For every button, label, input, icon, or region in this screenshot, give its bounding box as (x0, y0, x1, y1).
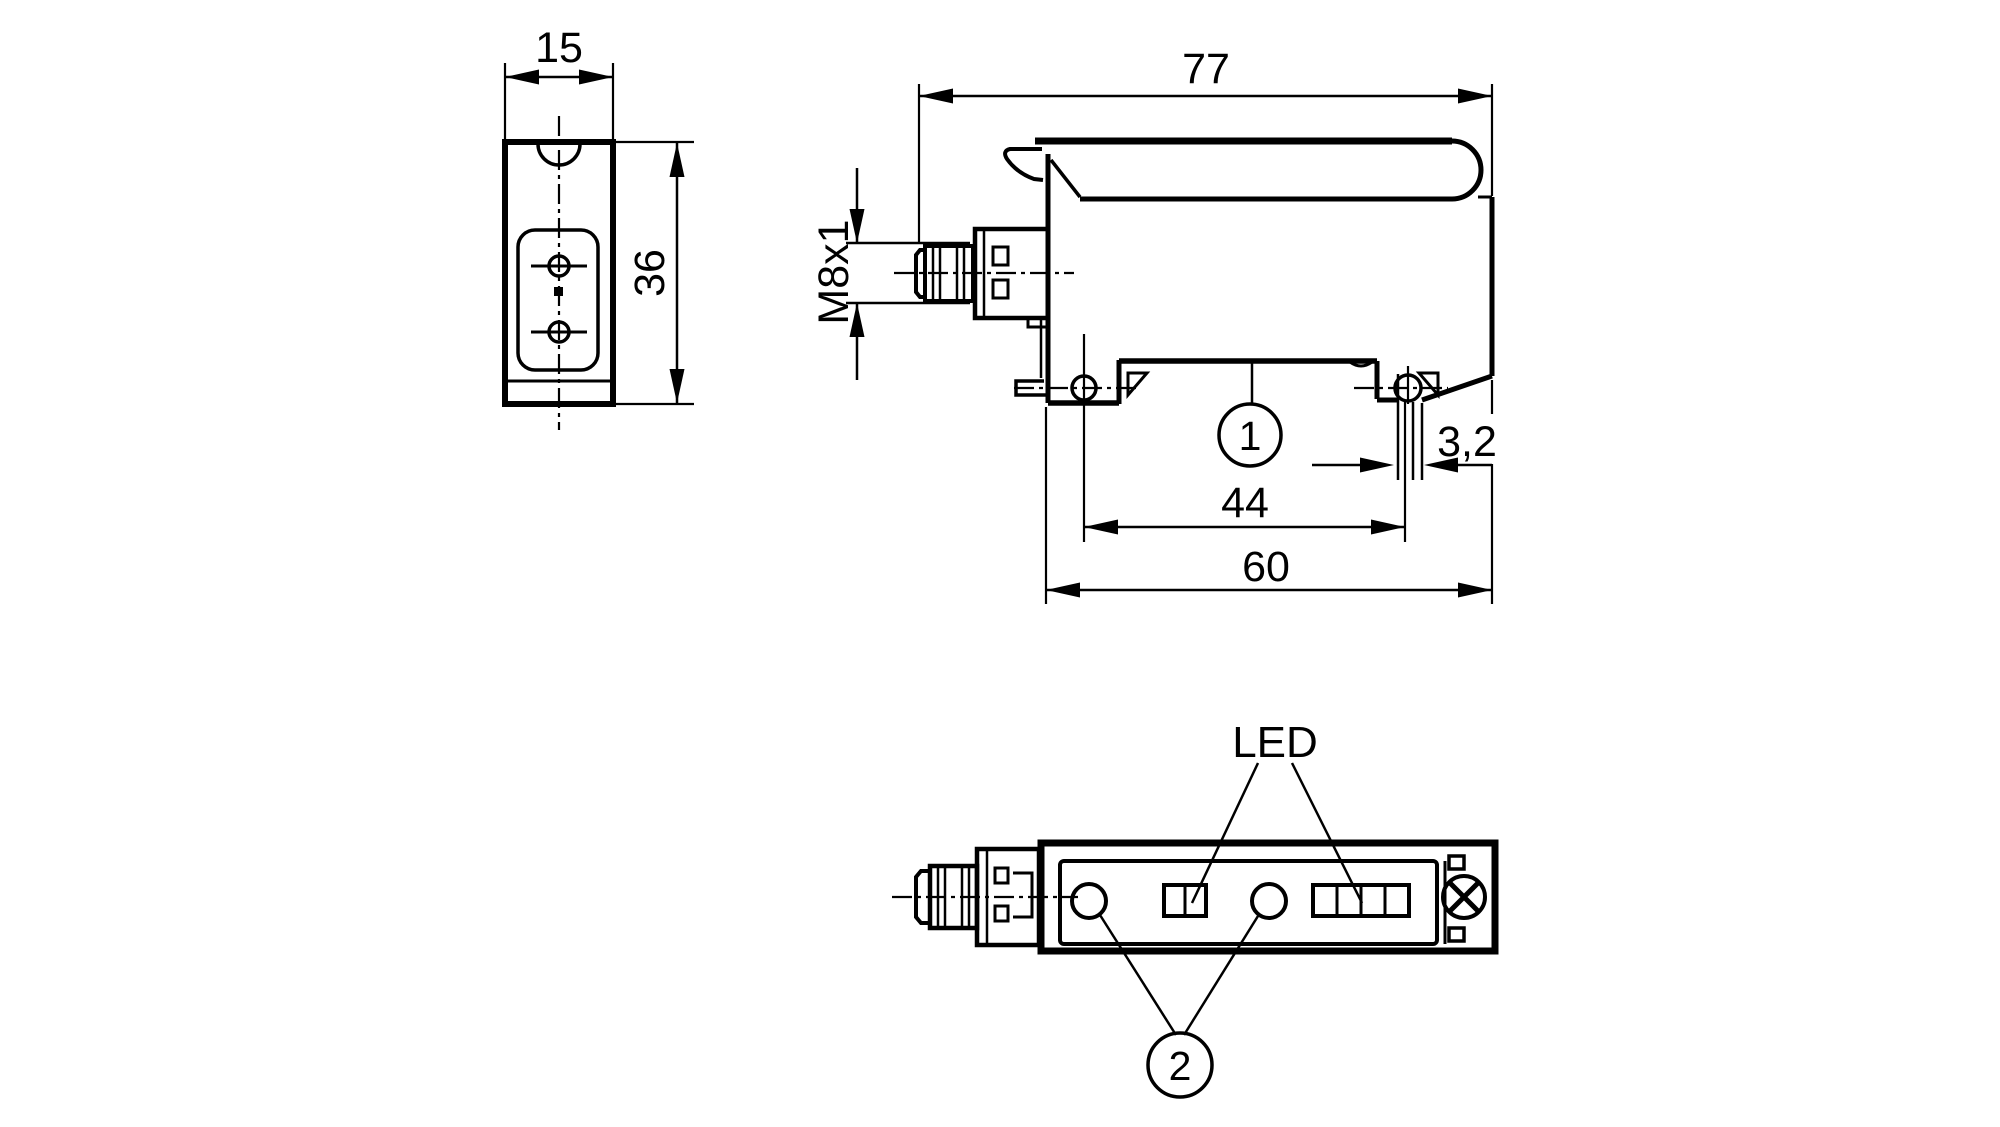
groove-detent (1349, 360, 1373, 368)
top-view: LED 2 (892, 718, 1499, 1099)
arrow-down-icon (669, 369, 685, 403)
left-mounting-hole (1014, 334, 1140, 542)
dim-label-slot: 3,2 (1437, 418, 1497, 466)
clamp-center-mark (554, 287, 563, 296)
led-window-1 (1162, 883, 1208, 918)
dim-label-base-length: 60 (1242, 543, 1290, 591)
callout-2-label: 2 (1169, 1043, 1192, 1089)
dim-length-77: 77 (917, 45, 1494, 242)
arrow-up-icon (669, 143, 685, 177)
connector-flange (972, 226, 1051, 321)
connector-flange (974, 846, 1042, 948)
left-clamp-hook (1126, 371, 1151, 400)
potentiometer-2 (1250, 882, 1288, 920)
dim-base-length-60: 60 (1044, 407, 1492, 604)
arrow-right-icon (579, 69, 613, 85)
dim-label-height: 36 (626, 249, 674, 297)
connector-pin-top (991, 245, 1010, 267)
dim-label-hole-spacing: 44 (1221, 479, 1269, 527)
side-housing-outline (1039, 154, 1495, 406)
arrow-left-icon (919, 88, 953, 104)
arrow-right-icon (1458, 88, 1492, 104)
screw-tab-bottom (1447, 926, 1466, 943)
connector-pin-bottom (993, 904, 1010, 923)
callout-2: 2 (1098, 914, 1260, 1099)
lever-release-tab (1003, 147, 1044, 182)
m8-connector-top (892, 846, 1078, 948)
fiber-clamp-plate (516, 228, 600, 372)
clamp-screw-bottom (531, 320, 587, 344)
dim-label-width: 15 (535, 24, 583, 72)
led-label: LED (1232, 718, 1318, 767)
dim-width-15: 15 (503, 24, 615, 139)
led-leader-left (1190, 762, 1260, 904)
side-view: 77 (810, 45, 1497, 604)
dim-height-36: 36 (616, 140, 694, 406)
front-view: 15 36 (502, 24, 694, 430)
dim-slot-3-2: 3,2 (1312, 380, 1497, 604)
fixing-screw (1441, 854, 1487, 943)
arrow-down-icon (849, 209, 865, 243)
operating-panel (1058, 859, 1439, 946)
arrow-right-icon (1458, 582, 1492, 598)
dim-thread-m8x1: M8x1 (810, 168, 970, 380)
m8-connector-side (894, 226, 1074, 329)
callout-1: 1 (1217, 362, 1283, 468)
dim-label-thread: M8x1 (810, 219, 858, 324)
arrow-right-icon (1360, 457, 1394, 473)
led-callout: LED (1190, 718, 1364, 904)
arrow-left-icon (1046, 582, 1080, 598)
right-clamp-hook (1415, 371, 1440, 400)
potentiometer-1 (1070, 882, 1108, 920)
callout-1-label: 1 (1239, 413, 1262, 459)
dim-label-length: 77 (1182, 45, 1230, 93)
connector-pin-top (993, 866, 1010, 885)
arrow-left-icon (1084, 519, 1118, 535)
flange-step (1026, 318, 1048, 329)
callout-2-balloon (1146, 1031, 1214, 1099)
screw-tab-top (1447, 854, 1466, 871)
connector-bracket (1013, 871, 1034, 919)
callout-2-leader-right (1182, 915, 1260, 1036)
arrow-left-icon (505, 69, 539, 85)
arrow-left-icon (1424, 457, 1458, 473)
callout-2-leader-left (1098, 914, 1178, 1036)
led-leader-right (1290, 762, 1364, 904)
din-rail-groove (1014, 334, 1448, 542)
arrow-right-icon (1371, 519, 1405, 535)
clamp-lever (1003, 137, 1492, 202)
arrow-up-icon (849, 303, 865, 337)
clamp-screw-top (531, 254, 587, 278)
connector-pin-bottom (991, 278, 1010, 300)
callout-1-balloon (1217, 402, 1283, 468)
dim-hole-spacing-44: 44 (1084, 479, 1405, 535)
right-mounting-slot (1354, 366, 1448, 542)
